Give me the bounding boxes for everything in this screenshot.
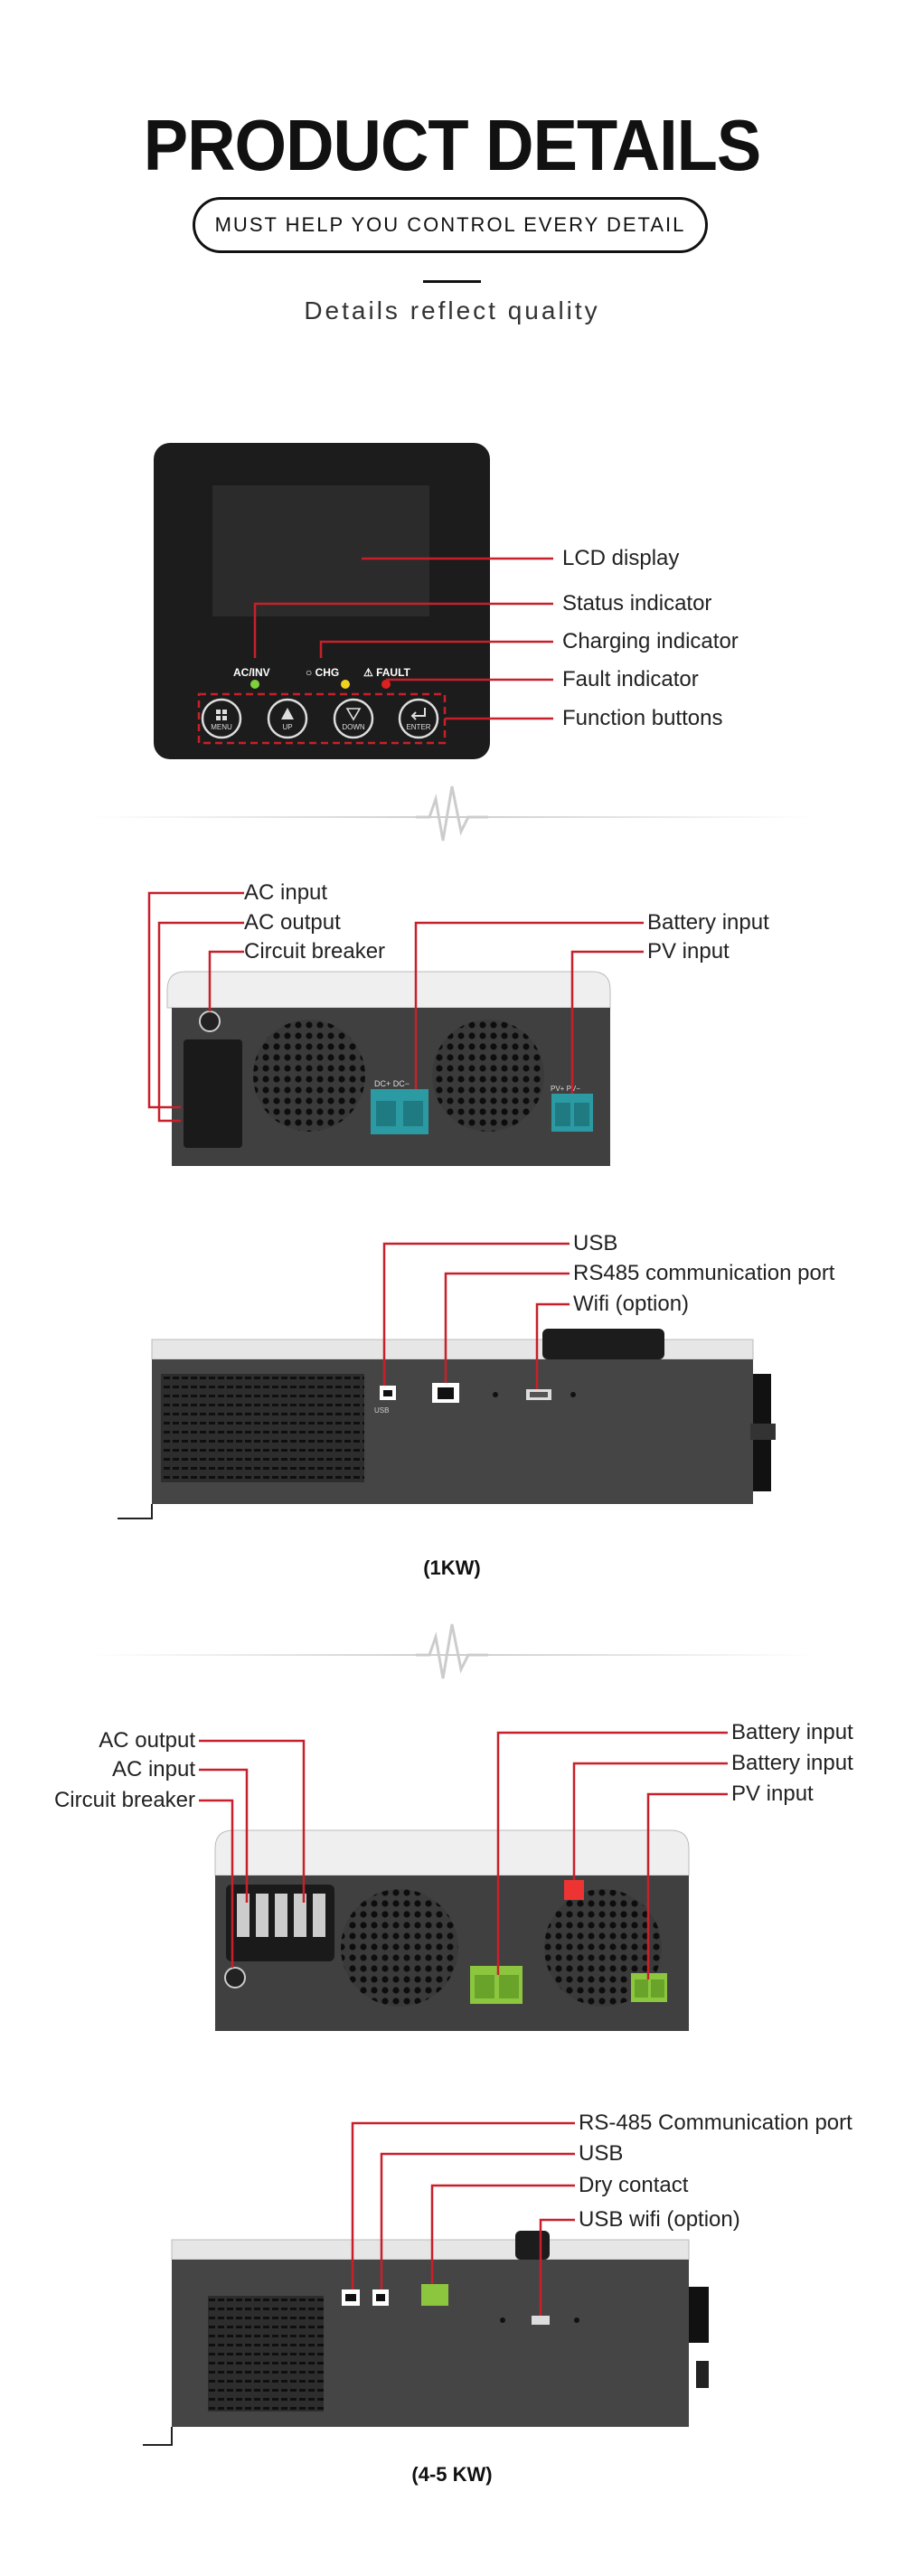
control-panel-illustration [154,443,553,759]
unit-45kw-front-illustration [199,1731,728,2031]
warning-icon: ⚠ [363,666,377,679]
separator-wave [90,785,814,841]
unit-45kw-side-illustration [143,2121,709,2446]
svg-text:PV+ PV−: PV+ PV− [551,1085,580,1093]
callout-circuit-breaker: Circuit breaker [53,1788,195,1812]
divider-dash [423,280,481,283]
callout-ac-input: AC input [244,880,328,905]
callout-battery-input: Battery input [647,910,769,935]
indicator-label-fault-text: FAULT [376,666,410,679]
indicator-label-chg-text: CHG [315,666,340,679]
callout-status-indicator: Status indicator [562,591,712,616]
callout-usb: USB [579,2141,624,2166]
callout-battery-input-2: Battery input [731,1751,853,1775]
unit-1kw-front-illustration: DC+ DC− PV+ PV− [147,891,644,1166]
callout-battery-input-1: Battery input [731,1720,853,1744]
separator-wave [90,1623,814,1679]
callout-function-buttons: Function buttons [562,706,723,730]
callout-circuit-breaker: Circuit breaker [244,939,386,964]
callout-fault-indicator: Fault indicator [562,667,699,691]
unit-1kw-side-illustration [118,1242,776,1519]
callout-wifi-option: Wifi (option) [573,1292,690,1316]
callout-rs485-port: RS485 communication port [573,1261,835,1285]
callout-pv-input: PV input [647,939,730,964]
page-title: PRODUCT DETAILS [143,104,762,186]
indicator-label-chg: ○ CHG [306,666,339,679]
callout-lcd-display: LCD display [562,546,680,570]
callout-dry-contact: Dry contact [579,2173,689,2197]
callout-usb: USB [573,1231,618,1255]
callout-rs485-port: RS-485 Communication port [579,2111,852,2135]
callout-ac-input: AC input [111,1757,195,1782]
callout-pv-input: PV input [731,1782,814,1806]
enter-button[interactable]: ENTER [406,723,431,731]
tagline-badge: MUST HELP YOU CONTROL EVERY DETAIL [193,197,708,253]
menu-button[interactable]: MENU [211,723,232,731]
svg-text:DC+ DC−: DC+ DC− [374,1079,410,1088]
callout-usb-wifi-option: USB wifi (option) [579,2207,740,2232]
port-label-usb: USB [374,1406,390,1415]
up-button[interactable]: UP [282,723,293,731]
callout-ac-output: AC output [99,1728,195,1753]
callout-charging-indicator: Charging indicator [562,629,739,653]
caption-45kw: (4-5 KW) [411,2463,493,2486]
ring-icon: ○ [306,666,315,679]
page-subtitle: Details reflect quality [304,296,600,324]
indicator-label-fault: ⚠ FAULT [363,666,410,679]
down-button[interactable]: DOWN [342,723,365,731]
indicator-label-ac-inv: AC/INV [233,666,270,679]
caption-1kw: (1KW) [423,1556,481,1579]
callout-ac-output: AC output [244,910,341,935]
